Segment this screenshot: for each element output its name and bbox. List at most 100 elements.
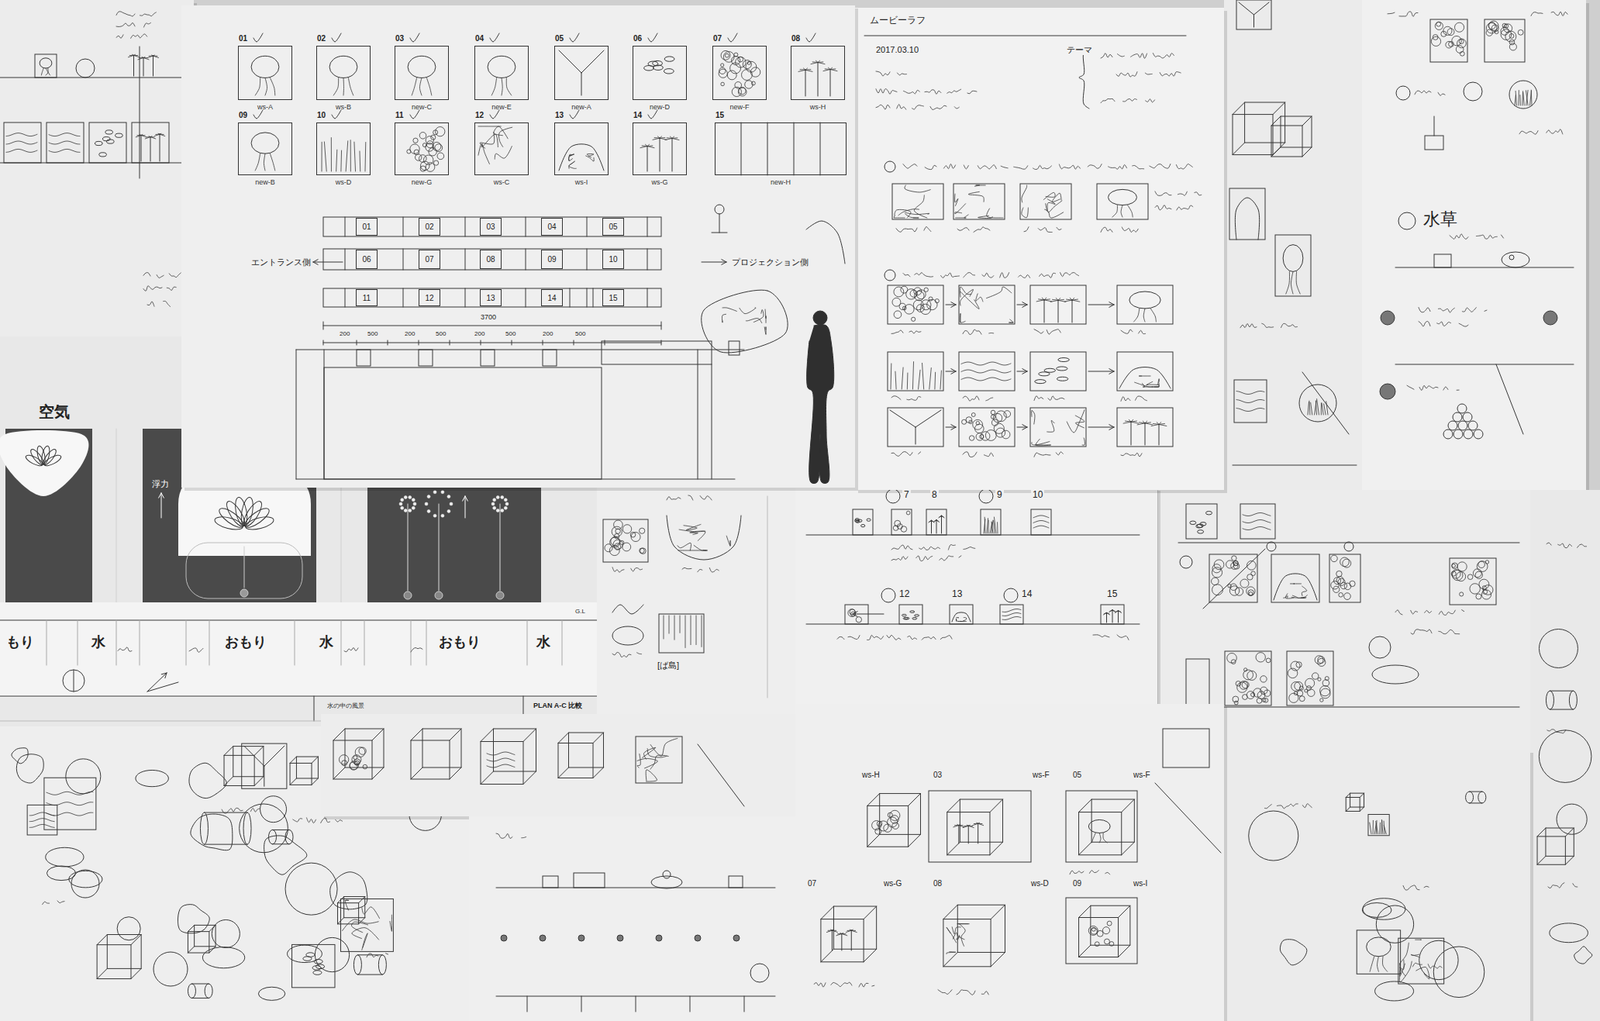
dimension-line	[323, 325, 662, 327]
arrow-head	[721, 262, 727, 265]
sketch-box	[1271, 554, 1320, 603]
handwriting-scribble	[1419, 385, 1438, 390]
cube-edge	[410, 767, 423, 780]
pebble	[720, 50, 731, 60]
pebble	[1246, 586, 1256, 596]
vee-line	[1238, 2, 1255, 15]
pebble	[422, 143, 427, 148]
handwriting-scribble	[918, 451, 921, 455]
floor-line	[296, 479, 735, 480]
crack-line	[1051, 193, 1062, 202]
palm-trunk	[133, 55, 135, 76]
sketch-box	[1424, 135, 1444, 150]
strip-divider	[741, 122, 742, 176]
seed-dot	[408, 509, 412, 513]
handwriting-scribble	[42, 901, 50, 905]
handwriting-scribble	[940, 635, 952, 640]
sketch-box	[887, 285, 944, 325]
palm-frond	[968, 825, 974, 828]
sketch-ellipse	[1372, 665, 1419, 684]
handwriting-scribble	[1034, 452, 1051, 457]
wave-line	[1236, 391, 1265, 395]
pebble	[1091, 927, 1096, 932]
handwriting-scribble	[954, 106, 959, 109]
pebble	[1317, 677, 1321, 681]
handwriting-scribble	[306, 817, 316, 824]
cube-front	[820, 919, 864, 963]
palm-frond	[1050, 300, 1059, 302]
pipe-side	[191, 997, 209, 999]
weight-string	[244, 546, 245, 588]
stem	[500, 503, 501, 591]
handwriting-scribble	[1546, 129, 1563, 135]
dimension-tick	[511, 340, 513, 345]
flat-stone	[901, 613, 907, 617]
cube-front	[224, 755, 255, 786]
pebble	[968, 435, 974, 441]
cube-edge	[863, 906, 877, 920]
pebble	[1256, 697, 1263, 704]
handwriting-scribble	[143, 272, 151, 276]
blob-head	[251, 55, 280, 78]
root-line	[491, 77, 497, 96]
pebble	[1468, 420, 1478, 431]
cube-edge	[1121, 841, 1135, 856]
cube-front	[333, 740, 373, 780]
handwriting-scribble	[1100, 98, 1115, 103]
grass-line	[1310, 402, 1313, 415]
handwriting-scribble	[963, 547, 976, 550]
wave-line	[6, 133, 38, 137]
sketch-box	[44, 777, 97, 830]
grass-line	[1326, 401, 1328, 415]
pebble	[1486, 29, 1493, 36]
pebble	[971, 413, 976, 418]
sketch-code: new-C	[395, 103, 449, 111]
cube-back	[344, 728, 384, 768]
handwriting-scribble	[1437, 92, 1445, 96]
sketch-thumbnail: 07new-F	[712, 45, 767, 100]
handwriting-scribble	[896, 104, 907, 111]
arrow-head	[1109, 427, 1114, 430]
blob-head	[1366, 937, 1392, 957]
pebble	[1320, 688, 1331, 699]
strike-line	[1203, 548, 1266, 609]
sketch-box	[1030, 285, 1087, 325]
pebble	[720, 82, 725, 87]
note-label: 水の中の風景	[325, 702, 366, 710]
sketch-circle	[1179, 555, 1193, 569]
palm-frond	[939, 515, 942, 518]
pebble	[433, 160, 438, 166]
palm-frond	[1044, 300, 1052, 302]
strip-divider	[465, 217, 466, 237]
tick-line	[186, 620, 187, 666]
crack-line	[946, 951, 956, 955]
sketch-line	[147, 682, 179, 692]
grass-line	[890, 363, 893, 390]
cube-edge	[558, 732, 569, 744]
pebble	[610, 536, 621, 546]
elevation-box	[324, 367, 602, 480]
flat-stone	[1058, 358, 1069, 363]
vee-line	[1253, 14, 1255, 28]
sheet-sketches	[1248, 791, 1487, 1001]
palm-trunk	[977, 823, 979, 844]
post-line	[581, 996, 583, 1012]
note-label: 13	[950, 589, 964, 600]
note-label: PLAN A-C 比較	[531, 701, 584, 710]
grass-line	[1531, 89, 1533, 106]
pebble	[902, 306, 907, 311]
sketch-circle	[884, 269, 896, 281]
cube-back	[194, 924, 216, 946]
cube-front	[1232, 114, 1273, 156]
grass-line	[993, 520, 995, 534]
palm-trunk	[159, 134, 161, 162]
seed-dot	[411, 498, 415, 502]
pebble	[1305, 678, 1315, 688]
crack-line	[959, 286, 972, 297]
leaf	[42, 453, 63, 469]
plan-cell: 10	[602, 249, 625, 269]
sketch-box	[1224, 651, 1272, 706]
sketch-box	[1449, 558, 1497, 605]
crack-line	[1285, 593, 1294, 599]
dimension-tick	[573, 340, 575, 345]
